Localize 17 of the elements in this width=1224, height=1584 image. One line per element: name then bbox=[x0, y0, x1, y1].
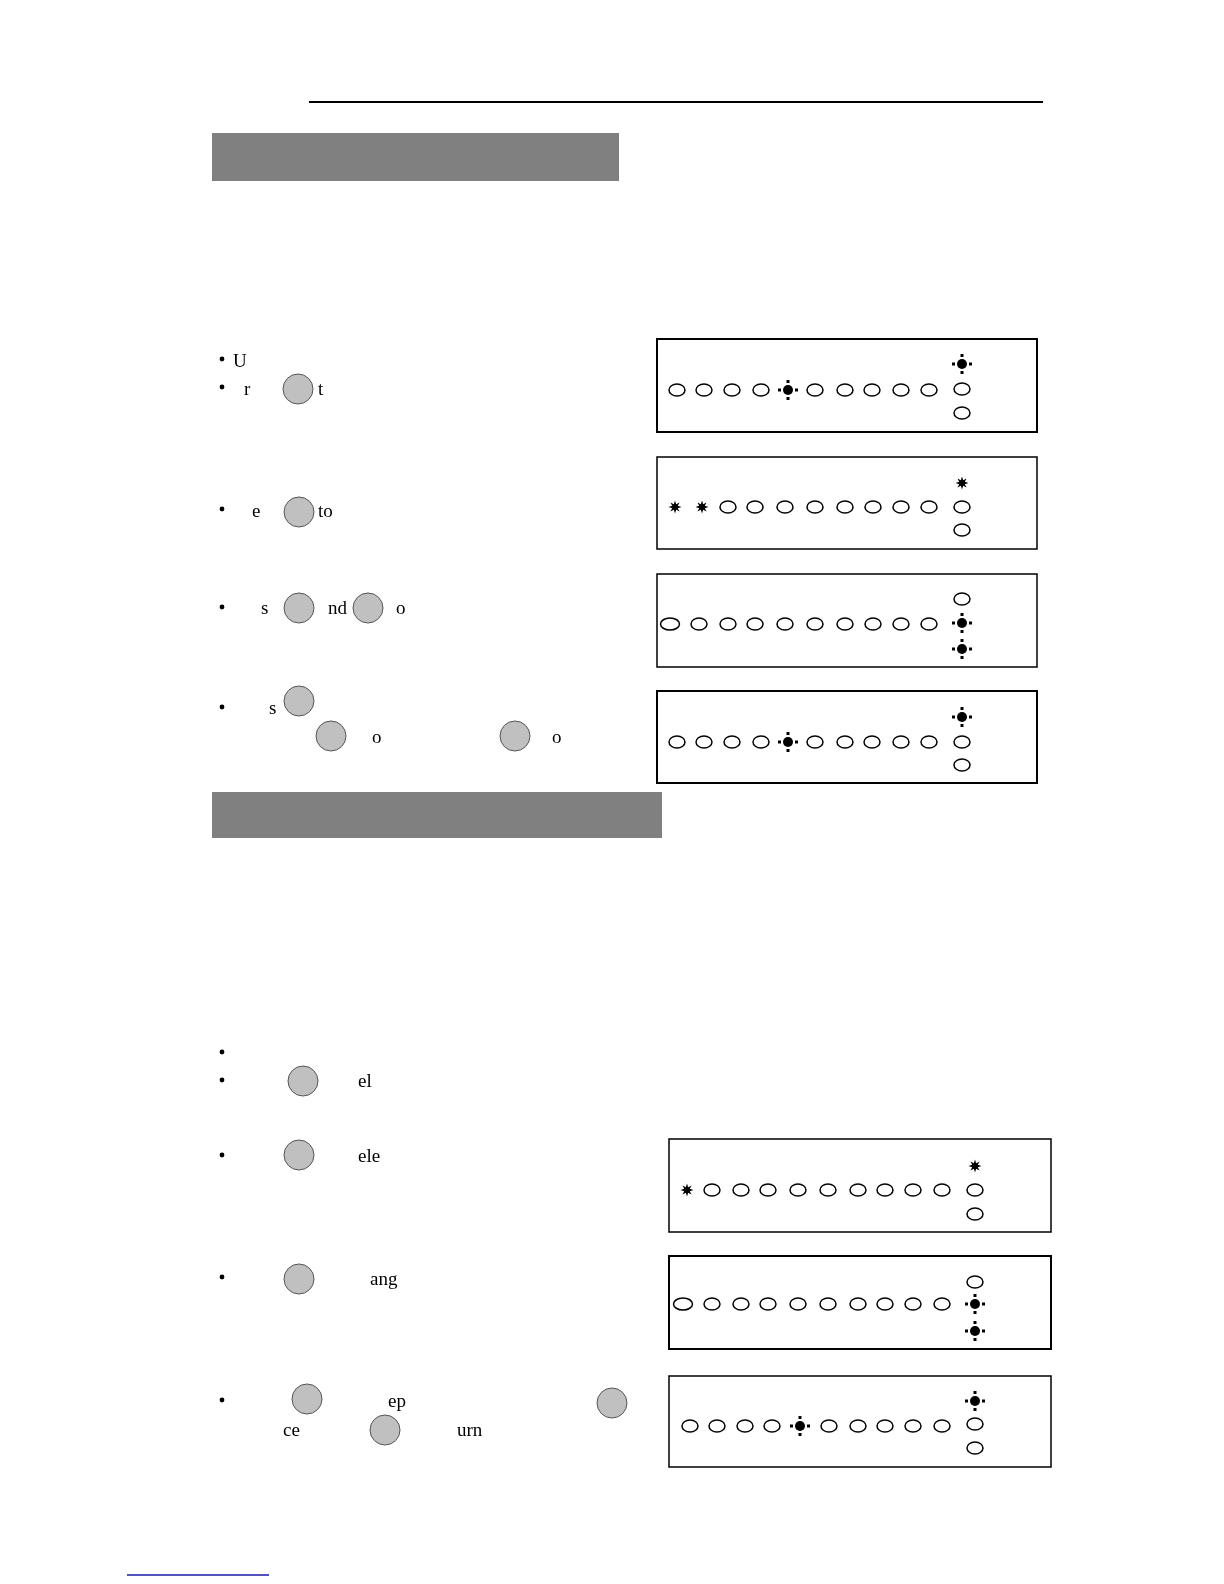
instruction-text: ele bbox=[358, 1146, 381, 1165]
instruction-text: ce bbox=[283, 1420, 300, 1439]
instruction-text: el bbox=[358, 1071, 372, 1090]
instruction-text: o bbox=[396, 598, 406, 617]
instruction-text: o bbox=[552, 727, 562, 746]
instruction-text: to bbox=[318, 501, 333, 520]
instruction-text: U bbox=[233, 351, 247, 370]
instruction-text: r bbox=[244, 379, 251, 398]
instruction-text: s bbox=[261, 598, 269, 617]
instruction-text: ang bbox=[370, 1269, 398, 1288]
instruction-text: nd bbox=[328, 598, 347, 617]
instruction-text: e bbox=[252, 501, 261, 520]
instruction-text: o bbox=[372, 727, 382, 746]
instruction-text: s bbox=[269, 698, 277, 717]
instruction-text: urn bbox=[457, 1420, 483, 1439]
instruction-text: t bbox=[318, 379, 324, 398]
instruction-text: ep bbox=[388, 1391, 406, 1410]
